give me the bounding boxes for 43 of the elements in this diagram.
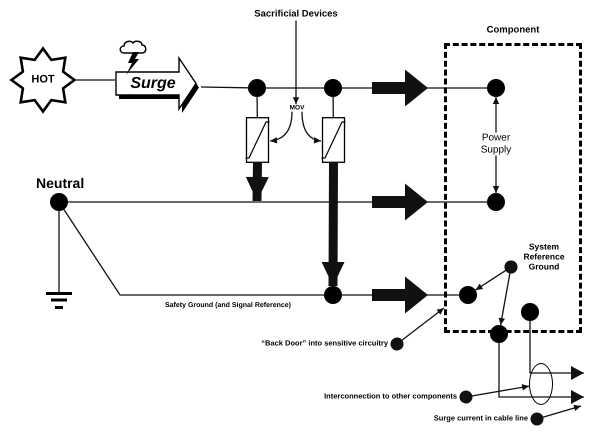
arrow	[492, 97, 500, 132]
callout-label: Power Supply	[476, 132, 516, 156]
caption-label: Neutral	[36, 174, 84, 192]
wire	[76, 79, 115, 81]
leader-line	[530, 404, 582, 426]
output-arrow	[529, 321, 584, 380]
wire	[342, 87, 487, 89]
junction-dot	[490, 325, 508, 343]
cable-ellipse	[529, 363, 553, 405]
curved-arrow	[270, 112, 293, 144]
wire	[58, 211, 60, 292]
wire	[342, 294, 459, 296]
junction-dot	[459, 286, 477, 304]
junction-dot	[521, 303, 539, 321]
leader-line	[390, 307, 444, 350]
junction-dot	[50, 193, 68, 211]
leader-line	[498, 260, 518, 326]
thick-arrow	[246, 162, 269, 202]
curved-arrow	[301, 112, 322, 143]
junction-dot	[324, 79, 342, 97]
wire	[63, 209, 324, 296]
wire	[256, 97, 258, 117]
wire	[68, 201, 487, 203]
varistor-symbol	[321, 117, 346, 163]
wire	[200, 86, 248, 88]
junction-dot	[324, 286, 342, 304]
junction-dot	[487, 193, 505, 211]
ground-symbol	[46, 292, 72, 310]
arrow	[492, 156, 500, 193]
node-label: HOT	[31, 74, 55, 86]
wire	[332, 97, 334, 117]
thick-arrow	[322, 162, 345, 286]
leader-line	[460, 384, 530, 404]
wire	[266, 87, 324, 89]
junction-dot	[248, 79, 266, 97]
varistor-symbol	[245, 117, 270, 163]
arrow	[292, 20, 300, 104]
callout-label: System Reference Ground	[511, 242, 569, 272]
output-arrow	[498, 343, 584, 404]
node-label: Surge	[130, 74, 176, 94]
callout-label: Sacrificial Devices	[254, 10, 338, 20]
junction-dot	[487, 79, 505, 97]
heading-label: Component	[486, 26, 540, 36]
